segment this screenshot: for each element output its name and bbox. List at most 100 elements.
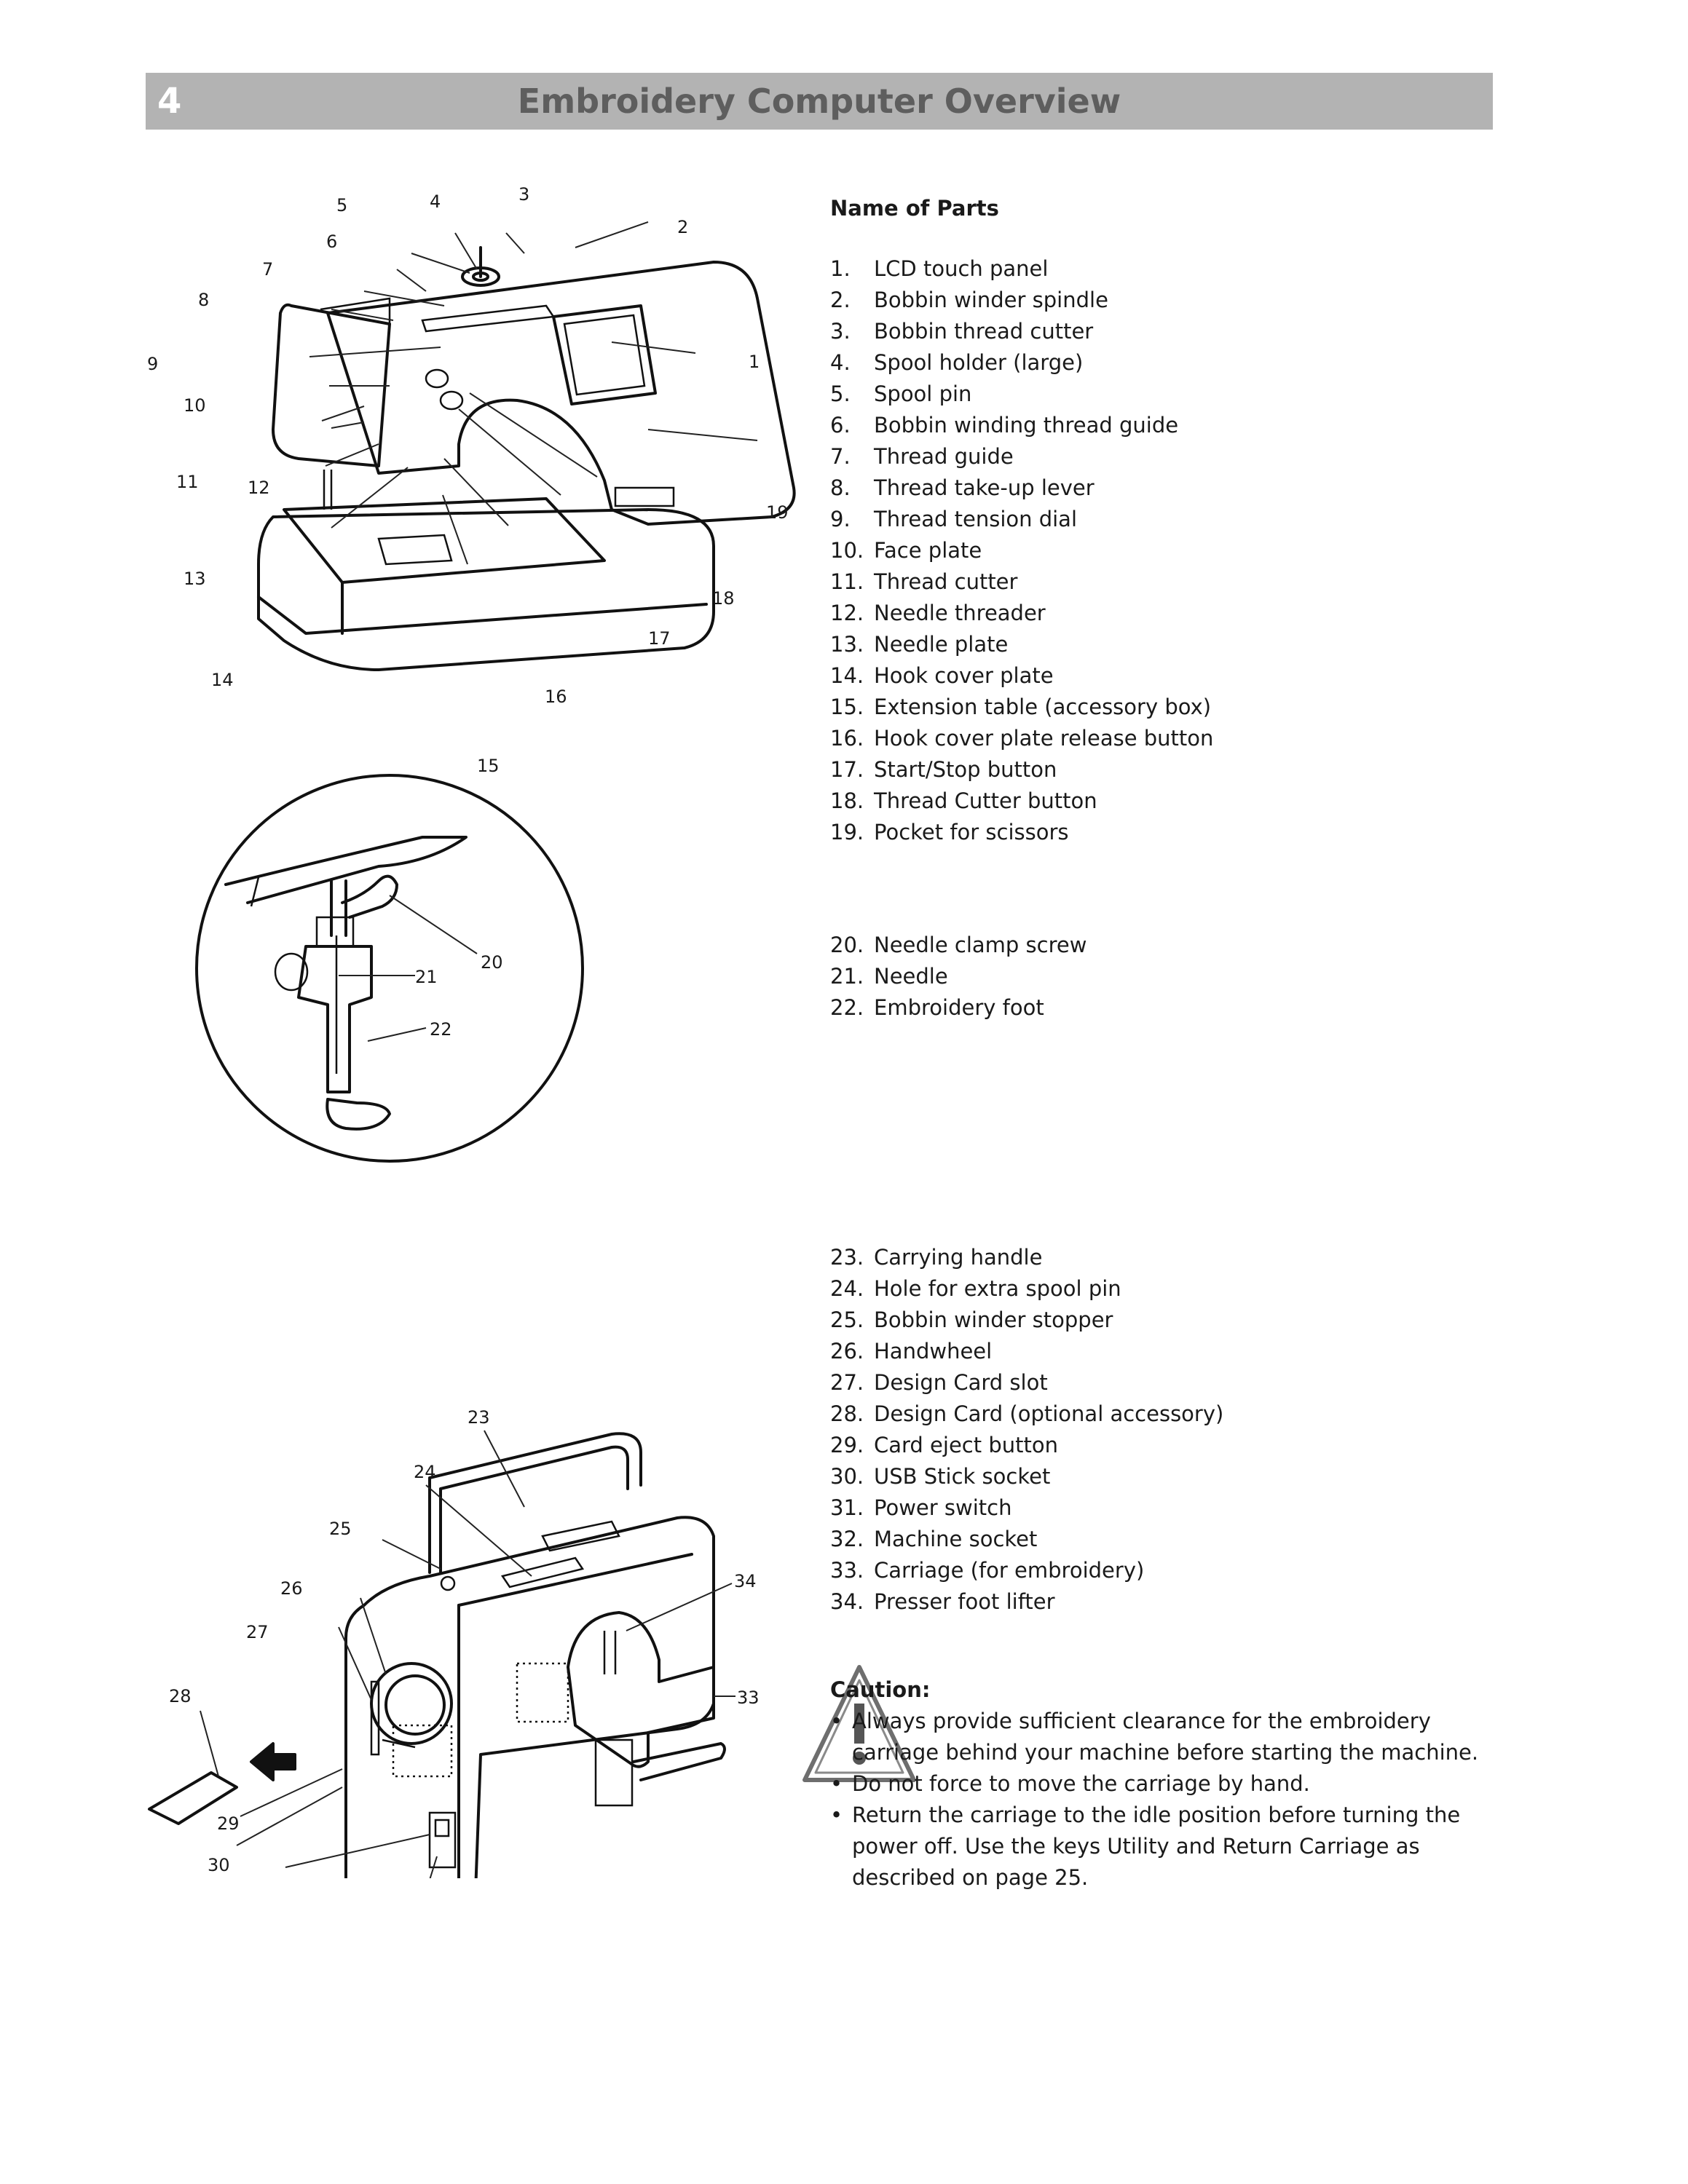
part-label: Extension table (accessory box) xyxy=(874,695,1212,719)
part-label: Thread take-up lever xyxy=(874,475,1095,500)
callout-4: 4 xyxy=(430,191,441,212)
part-number: 19. xyxy=(830,820,864,844)
part-label: Card eject button xyxy=(874,1433,1058,1457)
list-item: 30. USB Stick socket xyxy=(830,1461,1500,1492)
callout-11: 11 xyxy=(176,472,199,492)
callout-3: 3 xyxy=(518,184,529,205)
needle-detail-drawing xyxy=(195,774,584,1163)
part-number: 3. xyxy=(830,319,851,344)
part-label: Power switch xyxy=(874,1495,1012,1520)
part-number: 23. xyxy=(830,1245,864,1270)
list-item: 28. Design Card (optional accessory) xyxy=(830,1398,1500,1430)
list-item: 1.LCD touch panel xyxy=(830,253,1500,285)
list-item: 10.Face plate xyxy=(830,535,1500,566)
callout-19: 19 xyxy=(766,502,789,523)
callout-8: 8 xyxy=(198,290,209,310)
list-item: 9.Thread tension dial xyxy=(830,504,1500,535)
part-number: 18. xyxy=(830,788,864,813)
callout-24: 24 xyxy=(414,1462,436,1482)
list-item: 27.Design Card slot xyxy=(830,1367,1500,1398)
callout-30: 30 xyxy=(208,1855,230,1875)
part-number: 2. xyxy=(830,288,851,312)
list-item: 29. Card eject button xyxy=(830,1430,1500,1461)
callout-2: 2 xyxy=(677,217,688,237)
part-label: Thread Cutter button xyxy=(874,788,1097,813)
part-number: 8. xyxy=(830,475,851,500)
part-number: 15. xyxy=(830,695,864,719)
part-label: Design Card slot xyxy=(874,1370,1048,1395)
part-label: Machine socket xyxy=(874,1527,1038,1551)
callout-20: 20 xyxy=(481,952,503,973)
list-item: 7.Thread guide xyxy=(830,441,1500,472)
part-number: 9. xyxy=(830,507,851,531)
front-view-machine-drawing xyxy=(257,246,796,671)
part-number: 20. xyxy=(830,933,864,957)
list-item: 21. Needle xyxy=(830,961,1500,992)
callout-7: 7 xyxy=(262,259,273,280)
caution-text: Return the carriage to the idle position… xyxy=(852,1803,1461,1890)
part-label: Hook cover plate release button xyxy=(874,726,1214,751)
part-label: Needle plate xyxy=(874,632,1009,657)
callout-25: 25 xyxy=(329,1519,352,1539)
part-label: Spool holder (large) xyxy=(874,350,1084,375)
part-number: 28. xyxy=(830,1401,864,1426)
page-title: Embroidery Computer Overview xyxy=(517,82,1121,121)
part-label: Thread guide xyxy=(874,444,1014,469)
part-number: 16. xyxy=(830,726,864,751)
part-label: Thread cutter xyxy=(874,569,1018,594)
part-number: 5. xyxy=(830,381,851,406)
part-label: Handwheel xyxy=(874,1339,993,1364)
list-item: 8. Thread take-up lever xyxy=(830,472,1500,504)
callout-29: 29 xyxy=(217,1813,240,1834)
list-item: 20. Needle clamp screw xyxy=(830,930,1500,961)
part-number: 30. xyxy=(830,1464,864,1489)
part-number: 21. xyxy=(830,964,864,989)
part-number: 1. xyxy=(830,256,851,281)
list-item: 25.Bobbin winder stopper xyxy=(830,1305,1500,1336)
list-item: 12.Needle threader xyxy=(830,598,1500,629)
list-item: 5. Spool pin xyxy=(830,379,1500,410)
caution-section: Caution: •Always provide sufficient clea… xyxy=(802,1665,1500,1894)
part-label: Presser foot lifter xyxy=(874,1589,1055,1614)
rear-view-machine-drawing xyxy=(148,1432,726,1878)
list-item: 16. Hook cover plate release button xyxy=(830,723,1500,754)
part-label: Design Card (optional accessory) xyxy=(874,1401,1224,1426)
part-label: Embroidery foot xyxy=(874,995,1044,1020)
part-label: USB Stick socket xyxy=(874,1464,1051,1489)
callout-18: 18 xyxy=(712,588,735,609)
part-label: Spool pin xyxy=(874,381,972,406)
part-number: 29. xyxy=(830,1433,864,1457)
callout-13: 13 xyxy=(184,569,206,589)
caution-item: •Return the carriage to the idle positio… xyxy=(830,1800,1500,1894)
part-number: 10. xyxy=(830,538,864,563)
part-number: 32. xyxy=(830,1527,864,1551)
part-label: Start/Stop button xyxy=(874,757,1057,782)
list-item: 4.Spool holder (large) xyxy=(830,347,1500,379)
callout-23: 23 xyxy=(468,1407,490,1428)
callout-33: 33 xyxy=(737,1688,760,1708)
list-item: 26.Handwheel xyxy=(830,1336,1500,1367)
part-label: Needle xyxy=(874,964,948,989)
part-number: 24. xyxy=(830,1276,864,1301)
list-item: 34.Presser foot lifter xyxy=(830,1586,1500,1618)
bullet: • xyxy=(830,1709,843,1733)
list-item: 23. Carrying handle xyxy=(830,1242,1500,1273)
part-number: 22. xyxy=(830,995,864,1020)
callout-21: 21 xyxy=(415,967,438,987)
part-label: Bobbin winder spindle xyxy=(874,288,1108,312)
part-label: Bobbin winding thread guide xyxy=(874,413,1179,438)
list-item: 15. Extension table (accessory box) xyxy=(830,692,1500,723)
page-number: 4 xyxy=(157,81,182,122)
list-item: 32. Machine socket xyxy=(830,1524,1500,1555)
part-label: Hook cover plate xyxy=(874,663,1054,688)
part-label: Carrying handle xyxy=(874,1245,1043,1270)
part-label: Carriage (for embroidery) xyxy=(874,1558,1145,1583)
part-label: Needle clamp screw xyxy=(874,933,1087,957)
part-label: Bobbin thread cutter xyxy=(874,319,1094,344)
needle-detail-callouts: 20 21 22 xyxy=(415,952,503,1040)
list-item: 6.Bobbin winding thread guide xyxy=(830,410,1500,441)
callout-31: 31 xyxy=(255,1877,277,1878)
bullet: • xyxy=(830,1771,843,1796)
caution-item: •Do not force to move the carriage by ha… xyxy=(830,1768,1500,1800)
